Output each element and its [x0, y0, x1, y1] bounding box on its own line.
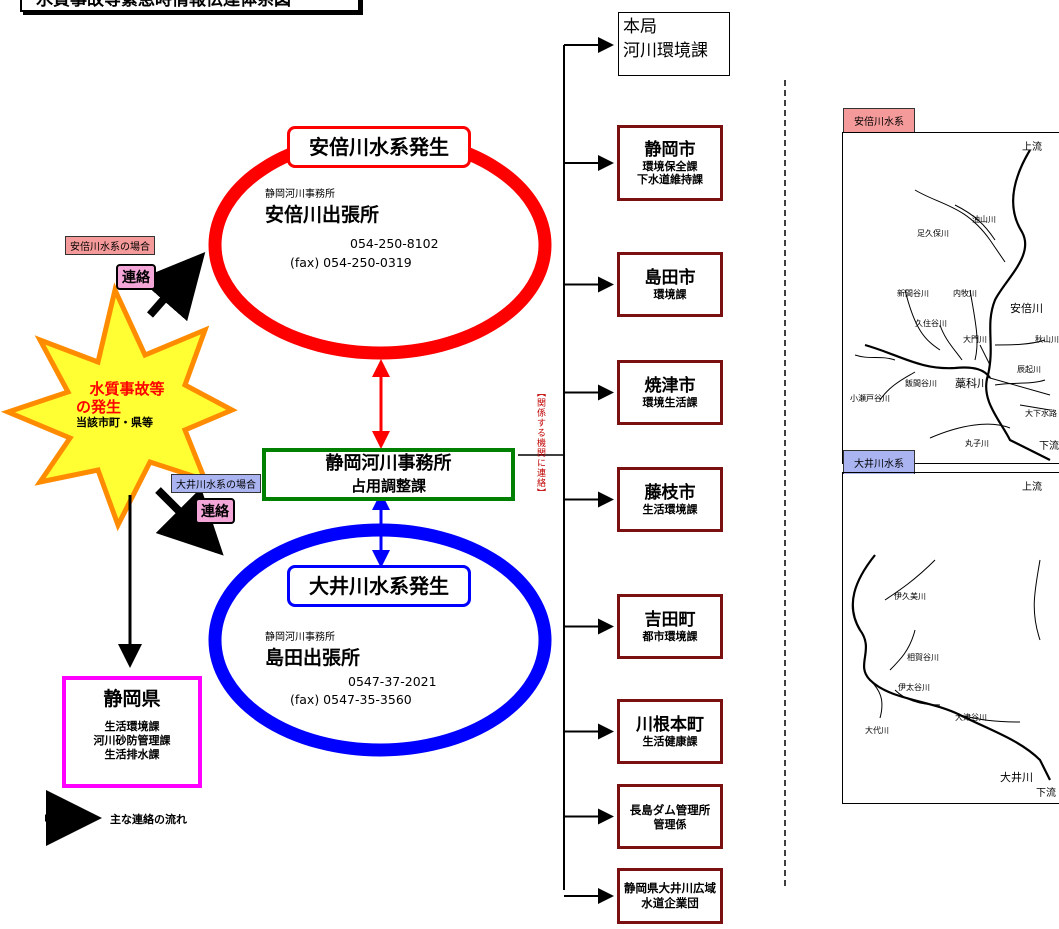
oi-downstream: 下流	[1036, 788, 1056, 799]
abe-upstream: 上流	[1022, 142, 1042, 153]
abe-sub-river: 藁科川	[955, 377, 988, 390]
org-dept: 環境課	[653, 288, 687, 301]
org-box: 島田市環境課	[617, 252, 723, 317]
org-box: 長島ダム管理所管理係	[617, 784, 723, 849]
river-label: 伊久美川	[894, 592, 926, 601]
org-dept: 管理係	[653, 817, 687, 831]
incident-sub: 当該市町・県等	[76, 416, 153, 429]
pref-dept: 生活排水課	[104, 748, 160, 761]
abe-fax: (fax) 054-250-0319	[290, 255, 412, 270]
relay-note: 【関係する機関に連絡】	[535, 388, 545, 498]
center-name: 静岡河川事務所	[325, 453, 452, 474]
abe-office: 安倍川出張所	[265, 204, 380, 226]
arrow-to-abe	[139, 251, 206, 322]
river-label: 大門川	[963, 335, 987, 344]
oi-office: 島田出張所	[265, 647, 361, 669]
legend-label: 主な連絡の流れ	[110, 813, 187, 826]
river-label: 足久保川	[917, 229, 949, 238]
oi-upstream: 上流	[1022, 482, 1042, 493]
case-abe-tag: 安倍川水系の場合	[65, 236, 155, 255]
org-name: 静岡市	[644, 140, 696, 160]
river-label: 飯間谷川	[905, 379, 937, 388]
center-office-box: 静岡河川事務所 占用調整課	[262, 448, 515, 501]
abe-agency: 静岡河川事務所	[265, 189, 335, 200]
org-dept: 環境生活課	[642, 396, 698, 409]
incident-burst	[0, 282, 238, 532]
oi-map-tab: 大井川水系	[843, 450, 915, 474]
abe-downstream: 下流	[1039, 441, 1059, 452]
org-dept: 生活環境課	[642, 503, 698, 516]
honkyoku-line2: 河川環境課	[623, 41, 708, 61]
honkyoku-box: 本局 河川環境課	[618, 12, 730, 76]
incident-text: 水質事故等 の発生 当該市町・県等	[72, 380, 182, 430]
river-label: 辰起川	[1017, 365, 1041, 374]
pref-name: 静岡県	[103, 688, 161, 710]
org-dept: 下水道維持課	[637, 173, 703, 186]
org-box: 焼津市環境生活課	[617, 360, 723, 425]
abe-tel: 054-250-8102	[350, 236, 439, 251]
oi-map-rivers	[851, 554, 1051, 781]
incident-line1: 水質事故等	[89, 380, 165, 398]
abe-map-rivers	[854, 149, 1051, 461]
arrow-to-oi	[155, 487, 224, 556]
river-label: 新間谷川	[897, 289, 929, 298]
org-name: 島田市	[644, 268, 696, 288]
river-label: 久住谷川	[915, 319, 947, 328]
river-label: 小瀬戸谷川	[850, 394, 890, 403]
page-title: 水質事故等緊急時情報伝達体系図	[20, 0, 360, 12]
org-name: 川根本町	[636, 715, 704, 735]
org-dept: 都市環境課	[642, 630, 698, 643]
oi-ring-label: 大井川水系発生	[287, 565, 471, 607]
incident-line2: の発生	[76, 398, 122, 416]
org-dept: 生活健康課	[642, 735, 698, 748]
contact-label-oi: 連絡	[195, 498, 235, 524]
org-name: 吉田町	[644, 610, 696, 630]
org-name: 藤枝市	[644, 483, 696, 503]
abe-map-tab: 安倍川水系	[843, 108, 915, 132]
org-name: 焼津市	[644, 376, 696, 396]
abe-main-river: 安倍川	[1010, 302, 1043, 315]
pref-dept: 河川砂防管理課	[93, 734, 171, 747]
river-label: 大代川	[865, 726, 889, 735]
prefecture-box: 静岡県 生活環境課 河川砂防管理課 生活排水課	[62, 676, 202, 788]
river-label: 伊太谷川	[898, 683, 930, 692]
oi-agency: 静岡河川事務所	[265, 632, 335, 643]
org-box: 川根本町生活健康課	[617, 699, 723, 764]
river-label: 秋山川	[1035, 335, 1059, 344]
honkyoku-line1: 本局	[623, 17, 657, 37]
river-label: 大下水路	[1025, 409, 1057, 418]
case-oi-tag: 大井川水系の場合	[171, 474, 261, 493]
river-label: 丸子川	[965, 439, 989, 448]
oi-tel: 0547-37-2021	[348, 674, 437, 689]
org-dept: 環境保全課	[642, 160, 698, 173]
river-label: 内牧川	[953, 289, 977, 298]
river-label: 大津谷川	[955, 713, 987, 722]
org-box: 静岡県大井川広域水道企業団	[617, 868, 723, 924]
oi-fax: (fax) 0547-35-3560	[290, 692, 412, 707]
pref-dept: 生活環境課	[104, 720, 160, 733]
river-label: 油山川	[972, 215, 996, 224]
org-name: 静岡県大井川広域水道企業団	[624, 881, 716, 910]
center-dept: 占用調整課	[350, 477, 426, 495]
org-box: 藤枝市生活環境課	[617, 467, 723, 532]
river-label: 相賀谷川	[907, 653, 939, 662]
oi-main-river: 大井川	[1000, 771, 1033, 784]
contact-label-abe: 連絡	[116, 264, 156, 290]
org-box: 吉田町都市環境課	[617, 594, 723, 659]
org-box: 静岡市環境保全課下水道維持課	[617, 125, 723, 201]
abe-ring-label: 安倍川水系発生	[287, 126, 471, 168]
org-name: 長島ダム管理所	[629, 802, 711, 817]
